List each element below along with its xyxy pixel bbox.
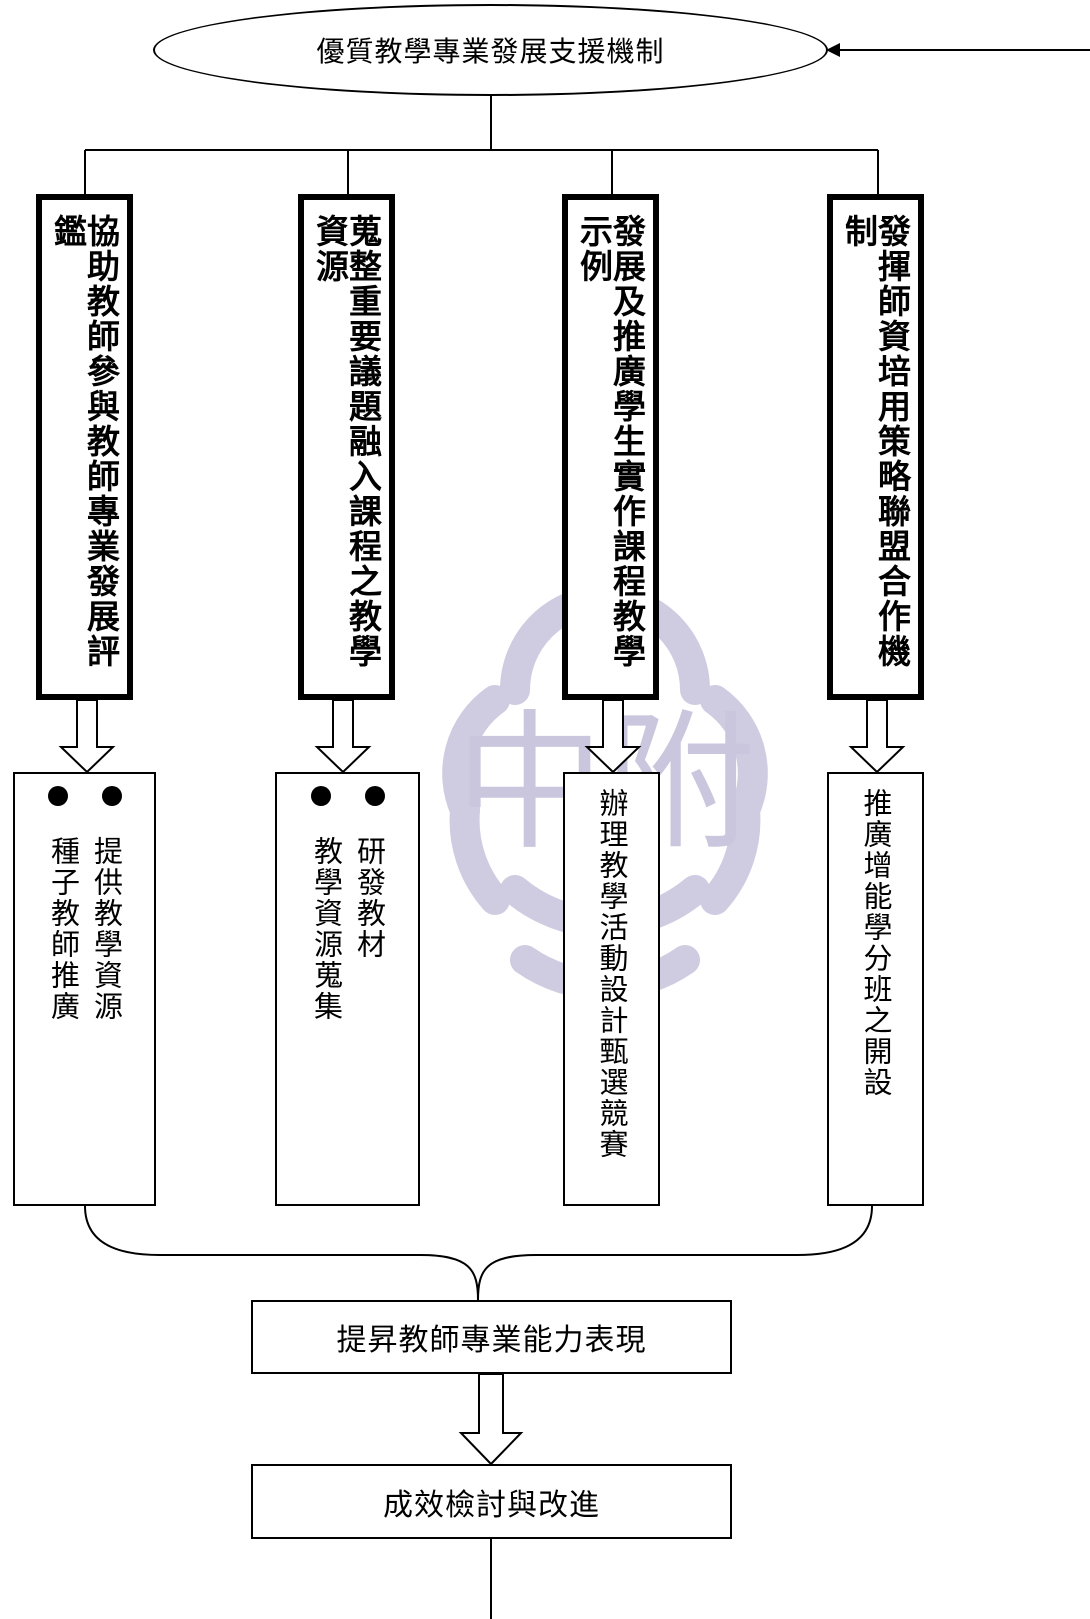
strategy-box-3: 發展及推廣學生實作課程教學示例 [562,194,659,700]
detail-item: 研發教材 [352,836,387,960]
support-mechanism-title: 優質教學專業發展支援機制 [316,35,665,68]
outcome-label: 提昇教師專業能力表現 [336,1323,647,1358]
detail-box-3: 辦理教學活動設計甄選競賽 [563,772,660,1206]
strategy-title-3: 發展及推廣學生實作課程教學示例 [574,214,647,669]
support-mechanism-ellipse: 優質教學專業發展支援機制 [153,4,828,96]
strategy-box-1: 協助教師參與教師專業發展評鑑 [36,194,133,700]
detail-box-1: 提供教學資源 種子教師推廣 [13,772,156,1206]
detail-box-4: 推廣增能學分班之開設 [827,772,924,1206]
bullet-dot [101,786,122,806]
detail-item: 提供教學資源 [89,836,124,1022]
bullet-dots [15,786,154,806]
outcome-box: 提昇教師專業能力表現 [251,1300,732,1374]
review-box: 成效檢討與改進 [251,1464,732,1539]
review-label: 成效檢討與改進 [383,1487,600,1523]
strategy-title-2: 蒐整重要議題融入課程之教學資源 [310,214,383,669]
strategy-box-4: 發揮師資培用策略聯盟合作機制 [827,194,924,700]
detail-box-2: 研發教材 教學資源蒐集 [275,772,420,1206]
detail-item: 辦理教學活動設計甄選競賽 [595,788,629,1160]
strategy-box-2: 蒐整重要議題融入課程之教學資源 [298,194,395,700]
bullet-dot [310,786,331,806]
bullet-dot [47,786,68,806]
bullet-dots [277,786,418,806]
detail-item: 種子教師推廣 [46,836,81,1022]
strategy-title-1: 協助教師參與教師專業發展評鑑 [48,214,121,669]
strategy-title-4: 發揮師資培用策略聯盟合作機制 [839,214,912,669]
bullet-dot [364,786,385,806]
detail-item: 教學資源蒐集 [309,836,344,1022]
detail-item: 推廣增能學分班之開設 [859,788,893,1098]
